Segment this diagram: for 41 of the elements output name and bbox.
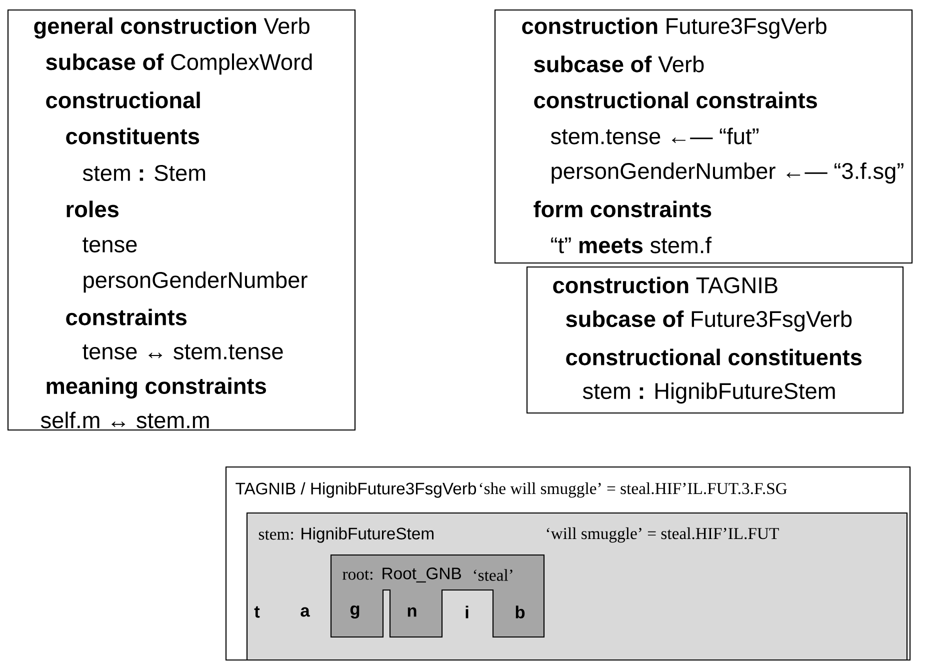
text-line: root: bbox=[342, 570, 372, 580]
segment-letter: i bbox=[466, 606, 468, 618]
text-line: tense ↔ stem.tense bbox=[82, 344, 283, 360]
text-line: stem: bbox=[258, 530, 294, 540]
segment-letter: t bbox=[254, 606, 260, 618]
text-line: personGenderNumber ←— “3.f.sg” bbox=[552, 162, 904, 184]
construction-box bbox=[494, 9, 913, 264]
segment-letter: a bbox=[300, 607, 310, 617]
text-line: self.m ↔ stem.m bbox=[40, 412, 209, 428]
text-line: HignibFutureStem bbox=[302, 527, 434, 543]
text-line: subcase of Future3FsgVerb bbox=[566, 310, 852, 332]
text-line: constructional constraints bbox=[534, 92, 817, 108]
segment-letter: n bbox=[408, 607, 416, 617]
text-line: roles bbox=[66, 200, 118, 218]
segment-letter: b bbox=[516, 606, 525, 618]
text-line: form constraints bbox=[534, 200, 712, 218]
construction-box bbox=[7, 9, 356, 431]
text-line: TAGNIB / HignibFuture3FsgVerb bbox=[236, 482, 476, 498]
text-line: tense bbox=[82, 238, 137, 252]
text-line: subcase of ComplexWord bbox=[46, 53, 312, 75]
text-line: stem : HignibFutureStem bbox=[582, 382, 835, 404]
text-line: constructional bbox=[46, 92, 200, 108]
text-line: general construction Verb bbox=[34, 17, 310, 39]
text-line: constituents bbox=[66, 128, 200, 144]
construction-box bbox=[526, 266, 904, 414]
text-line: personGenderNumber bbox=[84, 271, 308, 293]
text-line: constructional constituents bbox=[566, 348, 862, 366]
root-block bbox=[330, 554, 545, 638]
text-line: stem : Stem bbox=[82, 164, 206, 182]
text-line: Root_GNB bbox=[382, 568, 461, 582]
text-line: constraints bbox=[66, 308, 186, 326]
text-line: meaning constraints bbox=[46, 377, 266, 399]
segment-letter: g bbox=[350, 606, 360, 619]
text-line: construction Future3FsgVerb bbox=[522, 17, 826, 39]
text-line: “t” meets stem.f bbox=[551, 236, 712, 254]
text-line: ‘will smuggle’ = steal.HIF’IL.FUT bbox=[546, 527, 779, 543]
text-line: construction TAGNIB bbox=[553, 276, 778, 294]
text-line: ‘steal’ bbox=[474, 569, 512, 581]
text-line: ‘she will smuggle’ = steal.HIF’IL.FUT.3.F.SG bbox=[480, 482, 787, 498]
text-line: stem.tense ←— “fut” bbox=[550, 128, 759, 144]
text-line: subcase of Verb bbox=[534, 56, 704, 72]
